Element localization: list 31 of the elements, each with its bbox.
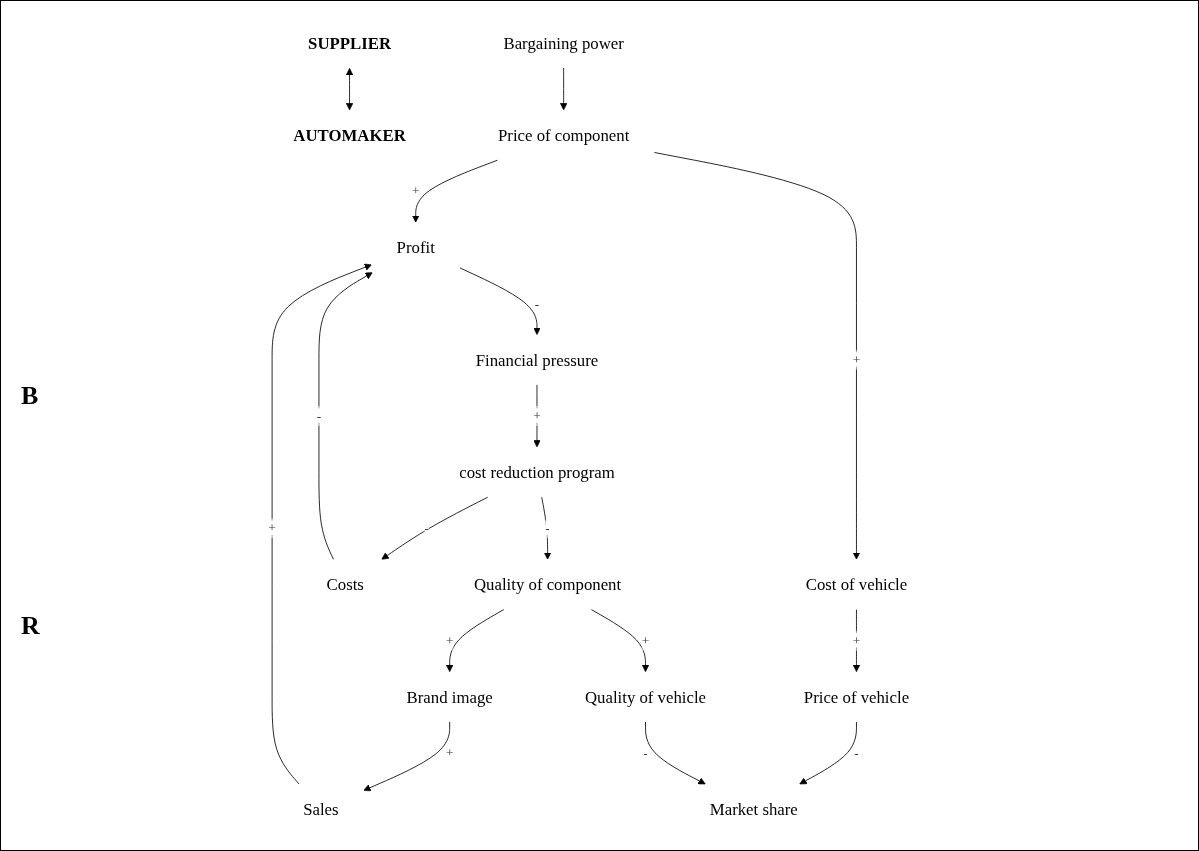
edge-label: + <box>445 745 454 760</box>
edge-label: + <box>268 520 276 535</box>
node-text: cost reduction program <box>458 462 615 482</box>
edge-label: - <box>643 745 648 760</box>
node-text: Cost of vehicle <box>805 575 908 594</box>
loop-label: R <box>21 611 40 641</box>
node-text: Price of component <box>497 125 630 145</box>
node-text: AUTOMAKER <box>293 125 406 145</box>
loop-label: B <box>21 381 40 411</box>
node-text: Bargaining power <box>503 33 624 53</box>
node-text: Price of vehicle <box>803 687 909 707</box>
edge-label: + <box>532 408 541 423</box>
edge-label: - <box>424 520 429 535</box>
edge-label: + <box>852 352 861 367</box>
edge-label: + <box>641 633 650 648</box>
node-text: Financial pressure <box>475 350 598 369</box>
node-text: Quality of vehicle <box>584 687 706 707</box>
node-text: Brand image <box>406 687 493 707</box>
node-text: Sales <box>302 799 339 819</box>
node-text: Profit <box>396 238 435 257</box>
edge-label: - <box>545 520 550 535</box>
edge-label: - <box>316 408 321 423</box>
edge-label: - <box>854 745 859 760</box>
node-text: Market share <box>709 799 798 819</box>
node-text: Costs <box>326 575 364 594</box>
edge-label: - <box>534 296 539 311</box>
node-text: SUPPLIER <box>307 33 391 53</box>
edge-label: + <box>445 633 454 648</box>
edge-label: + <box>411 183 420 198</box>
edge-label: + <box>852 633 861 648</box>
node-text: Quality of component <box>473 575 621 594</box>
